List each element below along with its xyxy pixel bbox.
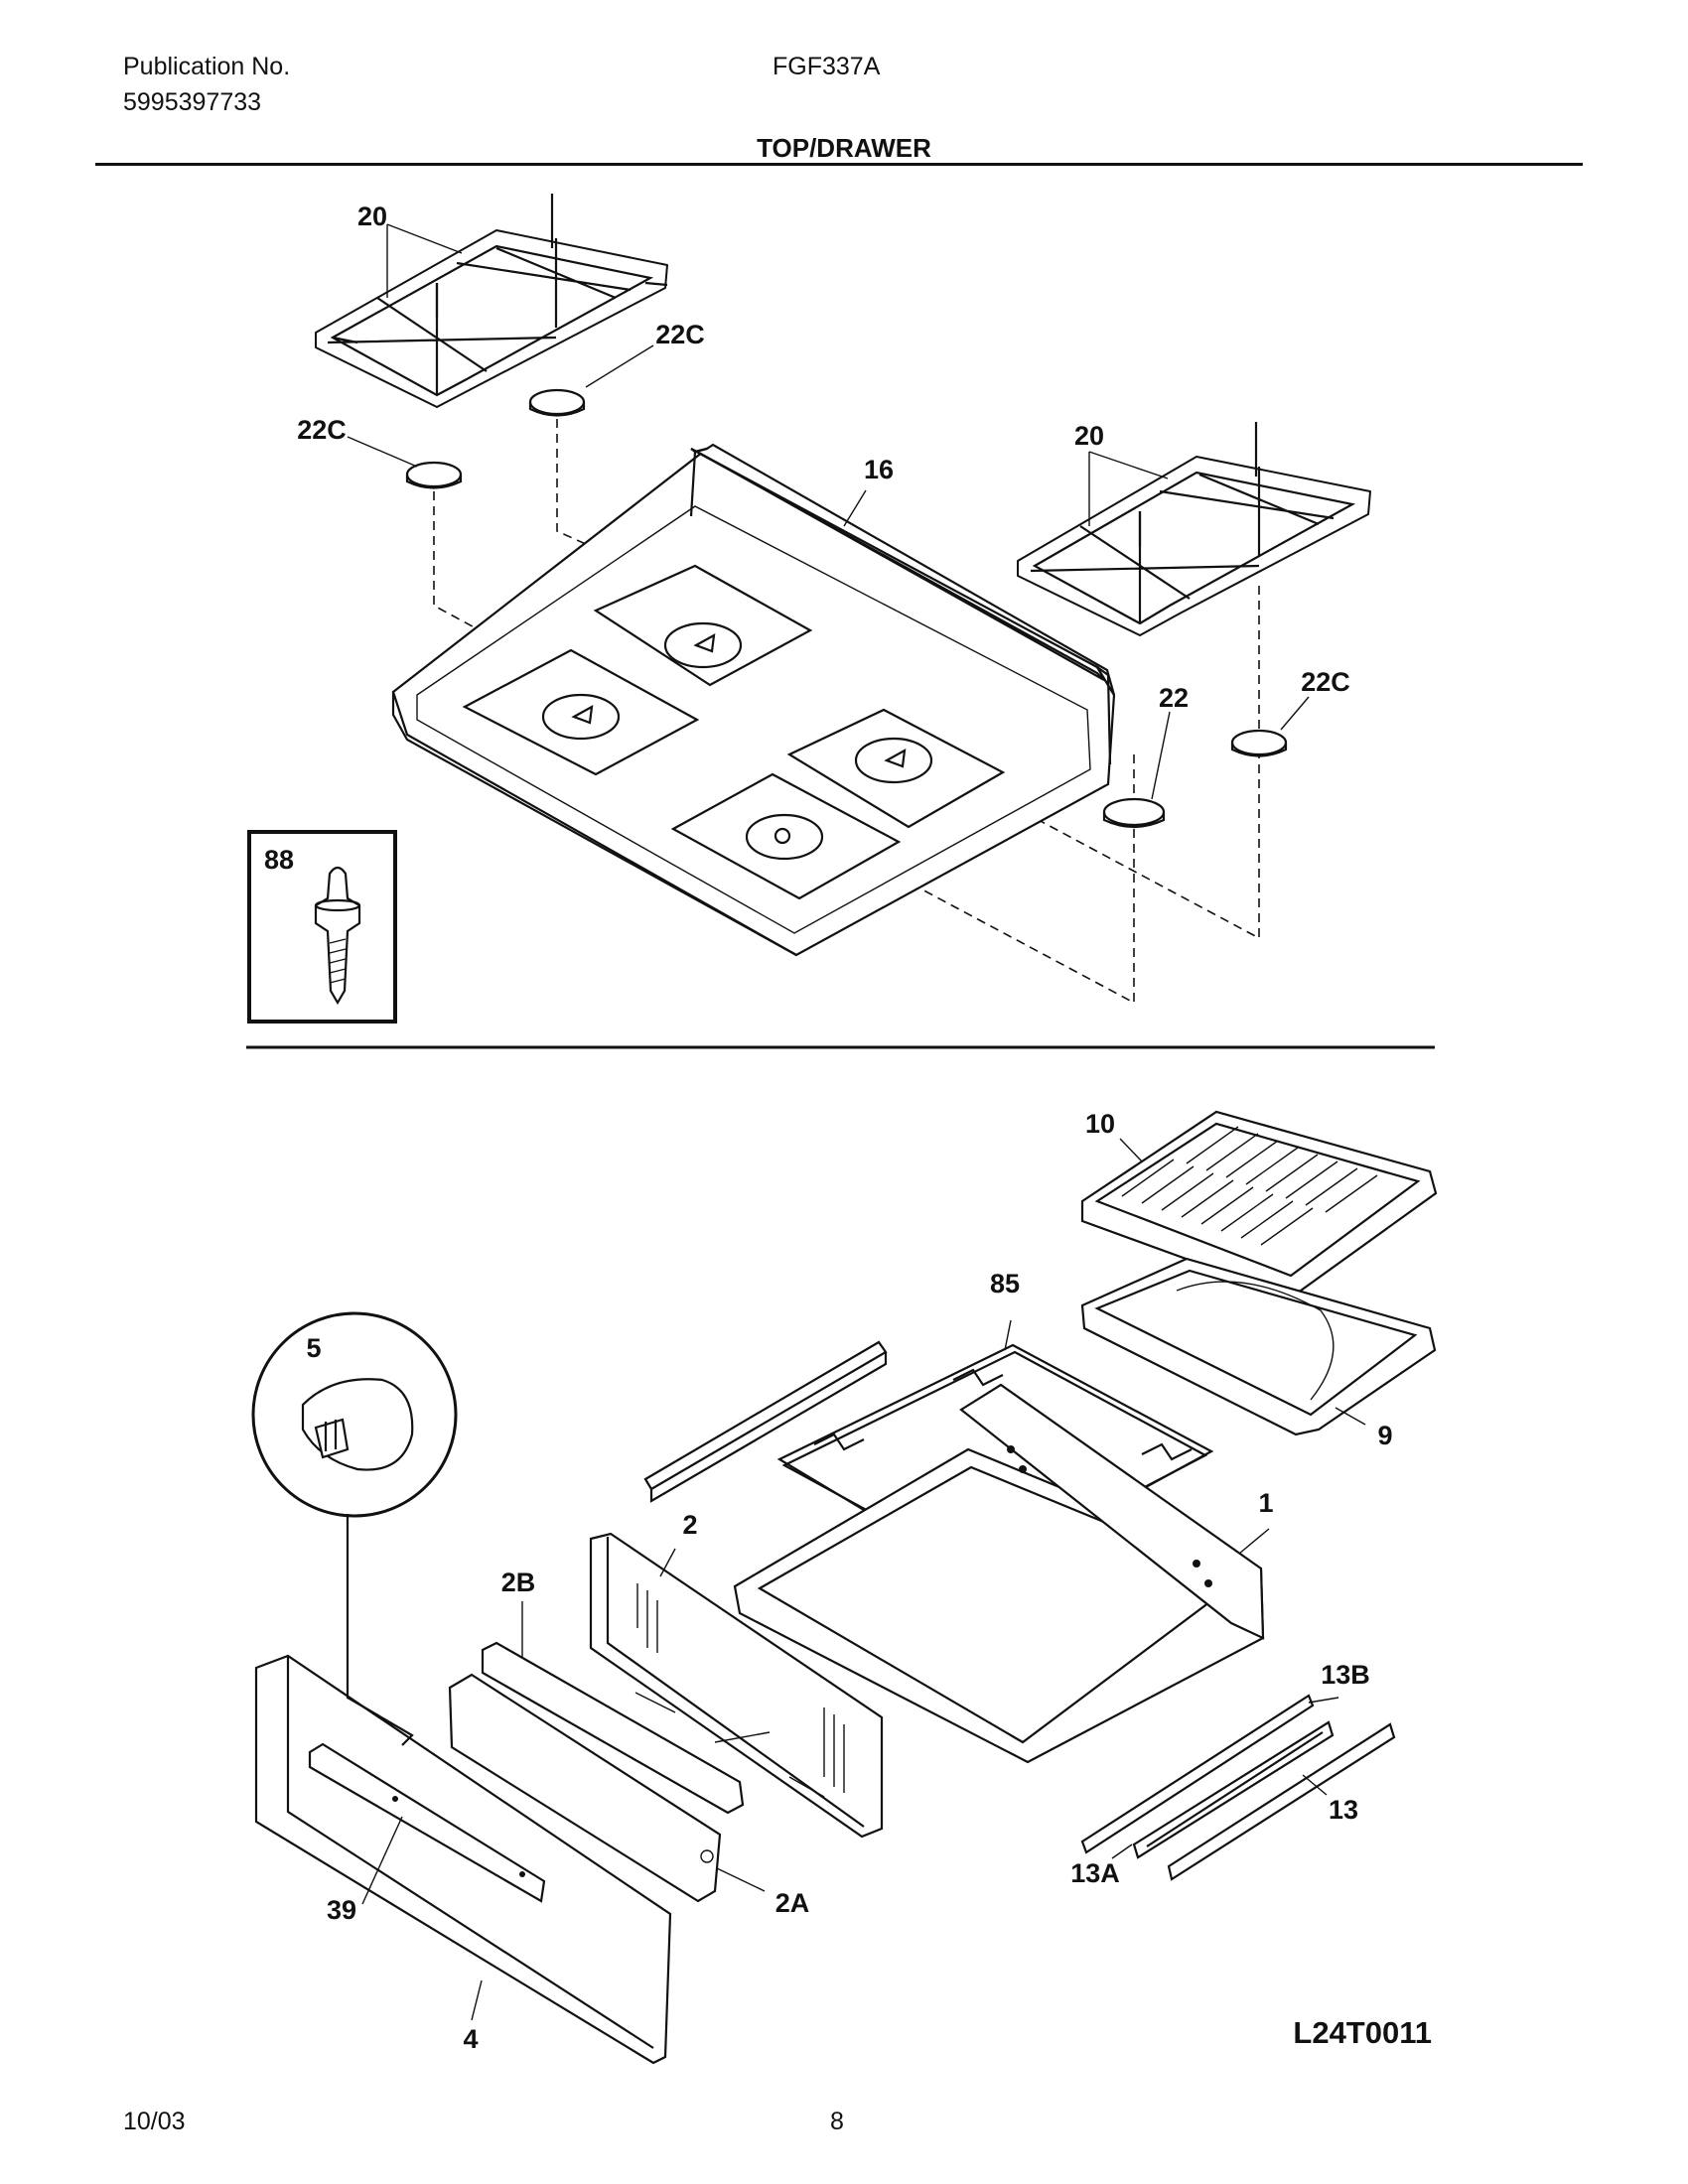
callout-10: 10 bbox=[1085, 1109, 1115, 1139]
drawer-front bbox=[254, 1654, 672, 2065]
drawer-handle bbox=[308, 1742, 546, 1903]
callout-13: 13 bbox=[1329, 1795, 1358, 1825]
screw-box-88 bbox=[247, 830, 397, 1024]
drawer-back-panel bbox=[589, 1532, 884, 1839]
section-title: TOP/DRAWER bbox=[757, 133, 931, 163]
callout-20-right: 20 bbox=[1074, 421, 1104, 451]
callout-22c-left: 22C bbox=[297, 415, 347, 445]
drawer-slides bbox=[1080, 1694, 1396, 1881]
drawer-body bbox=[733, 1383, 1265, 1764]
footer-page-number: 8 bbox=[830, 2108, 844, 2135]
header-divider bbox=[95, 163, 1583, 166]
callout-9: 9 bbox=[1377, 1421, 1392, 1450]
callout-39: 39 bbox=[327, 1895, 356, 1925]
callout-2b: 2B bbox=[501, 1568, 536, 1597]
callout-20-left: 20 bbox=[357, 202, 387, 231]
callout-2: 2 bbox=[682, 1510, 697, 1540]
drawer-liner bbox=[481, 1641, 745, 1815]
footer-date: 10/03 bbox=[123, 2108, 186, 2135]
callout-88: 88 bbox=[264, 845, 294, 875]
burner-caps bbox=[405, 388, 1288, 829]
callout-13a: 13A bbox=[1070, 1858, 1120, 1888]
callout-13b: 13B bbox=[1321, 1660, 1370, 1690]
burner-grate-left bbox=[315, 194, 668, 408]
broiler-pan bbox=[1080, 1257, 1437, 1436]
publication-number: 5995397733 bbox=[123, 88, 262, 116]
control-knob-detail bbox=[251, 1311, 458, 1518]
callout-22c-right: 22C bbox=[1301, 667, 1350, 697]
callout-16: 16 bbox=[864, 455, 894, 484]
diagram-code: L24T0011 bbox=[1293, 2015, 1432, 2050]
cooktop-part bbox=[391, 443, 1116, 957]
publication-label: Publication No. bbox=[123, 53, 291, 80]
broiler-grid bbox=[1080, 1110, 1438, 1297]
callout-85: 85 bbox=[990, 1269, 1020, 1298]
drawer-clip bbox=[448, 1673, 722, 1903]
left-slide-rail bbox=[643, 1340, 888, 1503]
callout-4: 4 bbox=[463, 2024, 478, 2054]
callout-1: 1 bbox=[1258, 1488, 1273, 1518]
model-number: FGF337A bbox=[773, 53, 881, 80]
burner-grate-right bbox=[1017, 422, 1371, 636]
callout-2a: 2A bbox=[775, 1888, 810, 1918]
leader-lines-top bbox=[347, 223, 1310, 800]
callout-22: 22 bbox=[1159, 683, 1189, 713]
callout-5: 5 bbox=[306, 1333, 321, 1363]
leader-lines-bottom bbox=[346, 1138, 1366, 2021]
callout-22c-upper: 22C bbox=[655, 320, 705, 349]
